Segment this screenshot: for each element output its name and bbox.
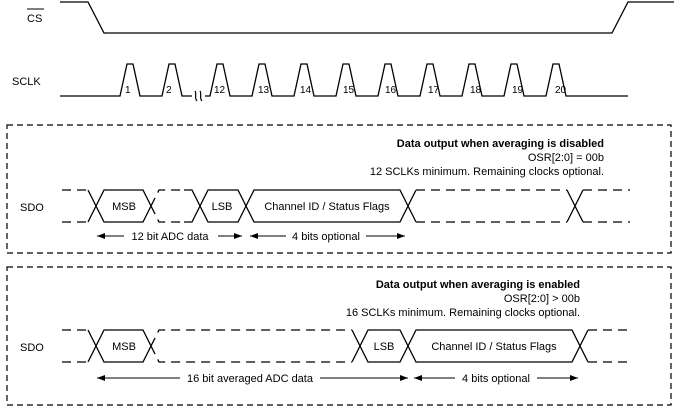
span-label-adc-data: 12 bit ADC data xyxy=(131,231,209,243)
clock-number-labels: 1 2 12 13 14 15 16 17 18 19 20 xyxy=(125,85,567,96)
span-label-bg xyxy=(286,229,366,242)
panel-enabled-note: 16 SCLKs minimum. Remaining clocks optio… xyxy=(346,307,580,319)
sclk-waveform-a xyxy=(60,63,192,97)
clock-label: 20 xyxy=(555,85,567,96)
sclk-waveform-b xyxy=(205,63,628,97)
clock-label: 2 xyxy=(166,85,172,96)
panel-disabled-note: 12 SCLKs minimum. Remaining clocks optio… xyxy=(370,166,604,178)
span-label-bg xyxy=(180,371,320,384)
sdo-bus-disabled xyxy=(62,189,630,223)
panel-averaging-disabled xyxy=(6,124,672,254)
clock-label: 13 xyxy=(258,85,270,96)
span-label-averaged-data: 16 bit averaged ADC data xyxy=(187,373,314,385)
cs-label: CS xyxy=(27,13,42,25)
span-label-optional: 4 bits optional xyxy=(292,231,360,243)
sdo-label: SDO xyxy=(20,342,44,354)
msb-field: MSB xyxy=(112,201,136,213)
span-label-optional: 4 bits optional xyxy=(462,373,530,385)
clock-label: 14 xyxy=(300,85,312,96)
flags-field: Channel ID / Status Flags xyxy=(264,201,390,213)
panel-disabled-osr: OSR[2:0] = 00b xyxy=(528,152,604,164)
clock-label: 12 xyxy=(214,85,226,96)
lsb-field: LSB xyxy=(212,201,233,213)
clock-label: 16 xyxy=(385,85,397,96)
sclk-label: SCLK xyxy=(12,76,41,88)
sdo-label: SDO xyxy=(20,202,44,214)
span-label-bg xyxy=(455,371,537,384)
lsb-field: LSB xyxy=(374,341,395,353)
panel-disabled-title: Data output when averaging is disabled xyxy=(397,138,604,150)
panel-enabled-osr: OSR[2:0] > 00b xyxy=(504,293,580,305)
clock-label: 19 xyxy=(512,85,524,96)
flags-field: Channel ID / Status Flags xyxy=(431,341,557,353)
clock-label: 18 xyxy=(470,85,482,96)
clock-break-icon xyxy=(194,90,203,102)
cs-waveform xyxy=(60,1,674,34)
msb-field: MSB xyxy=(112,341,136,353)
span-label-bg xyxy=(124,229,218,242)
panel-enabled-title: Data output when averaging is enabled xyxy=(376,279,580,291)
sdo-bus-enabled xyxy=(62,329,630,363)
panel-averaging-enabled xyxy=(6,266,672,406)
clock-label: 15 xyxy=(343,85,355,96)
clock-label: 1 xyxy=(125,85,131,96)
clock-label: 17 xyxy=(428,85,440,96)
